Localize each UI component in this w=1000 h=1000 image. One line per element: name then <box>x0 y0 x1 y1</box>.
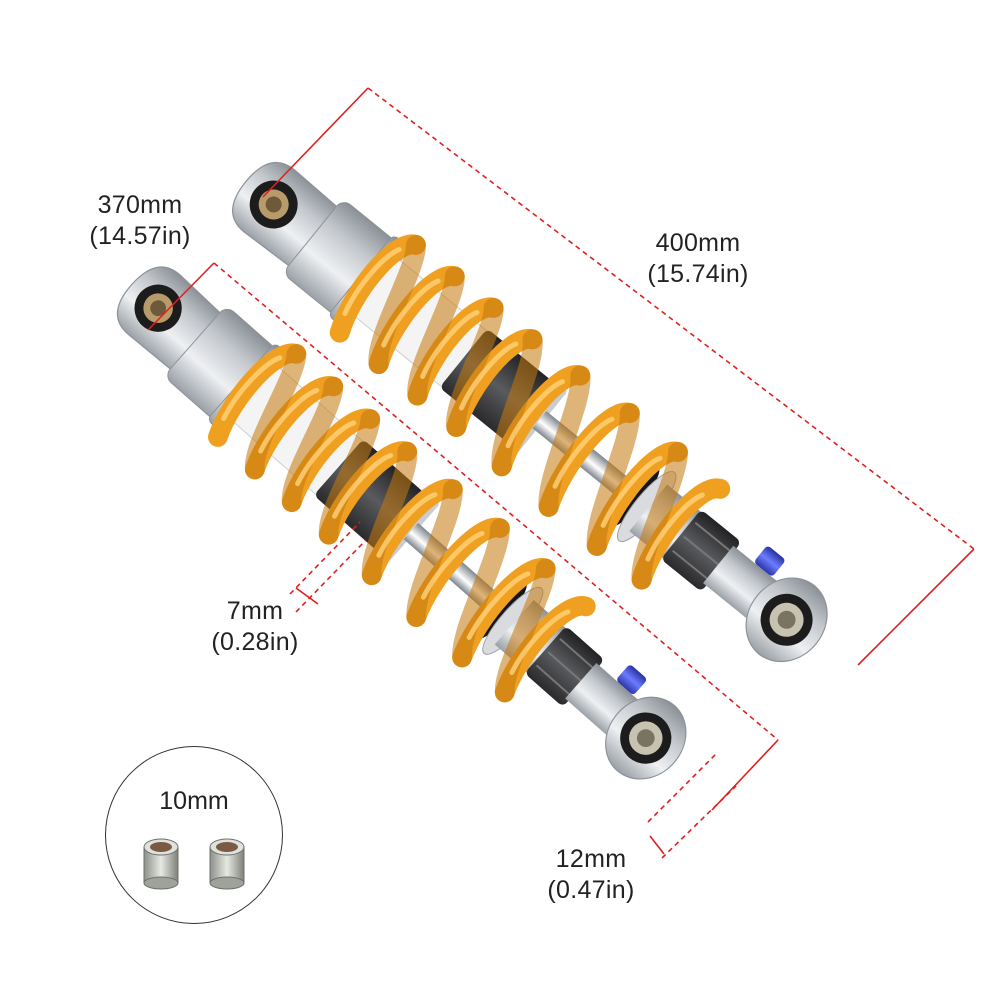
label-eye-width: 12mm (0.47in) <box>526 844 656 906</box>
bushing-size-label: 10mm <box>159 787 229 815</box>
label-eye-width-in: (0.47in) <box>547 876 635 904</box>
bushing-inset: 10mm <box>105 746 283 924</box>
label-short-length-mm: 370mm <box>97 191 183 219</box>
label-long-length: 400mm (15.74in) <box>628 228 768 290</box>
dimension-line-long <box>262 87 975 666</box>
label-long-length-in: (15.74in) <box>647 260 749 288</box>
label-short-length: 370mm (14.57in) <box>70 190 210 252</box>
bushing-left <box>143 838 179 890</box>
label-spring-wire-mm: 7mm <box>226 597 284 625</box>
dimension-line-spring-wire <box>289 521 367 613</box>
label-short-length-in: (14.57in) <box>89 222 191 250</box>
label-long-length-mm: 400mm <box>655 229 741 257</box>
bushing-right <box>209 838 245 890</box>
label-spring-wire-in: (0.28in) <box>211 628 299 656</box>
label-spring-wire: 7mm (0.28in) <box>190 596 320 658</box>
bushing-pair-icon <box>143 838 245 890</box>
label-eye-width-mm: 12mm <box>555 845 627 873</box>
dimension-line-eye-width <box>647 751 737 859</box>
